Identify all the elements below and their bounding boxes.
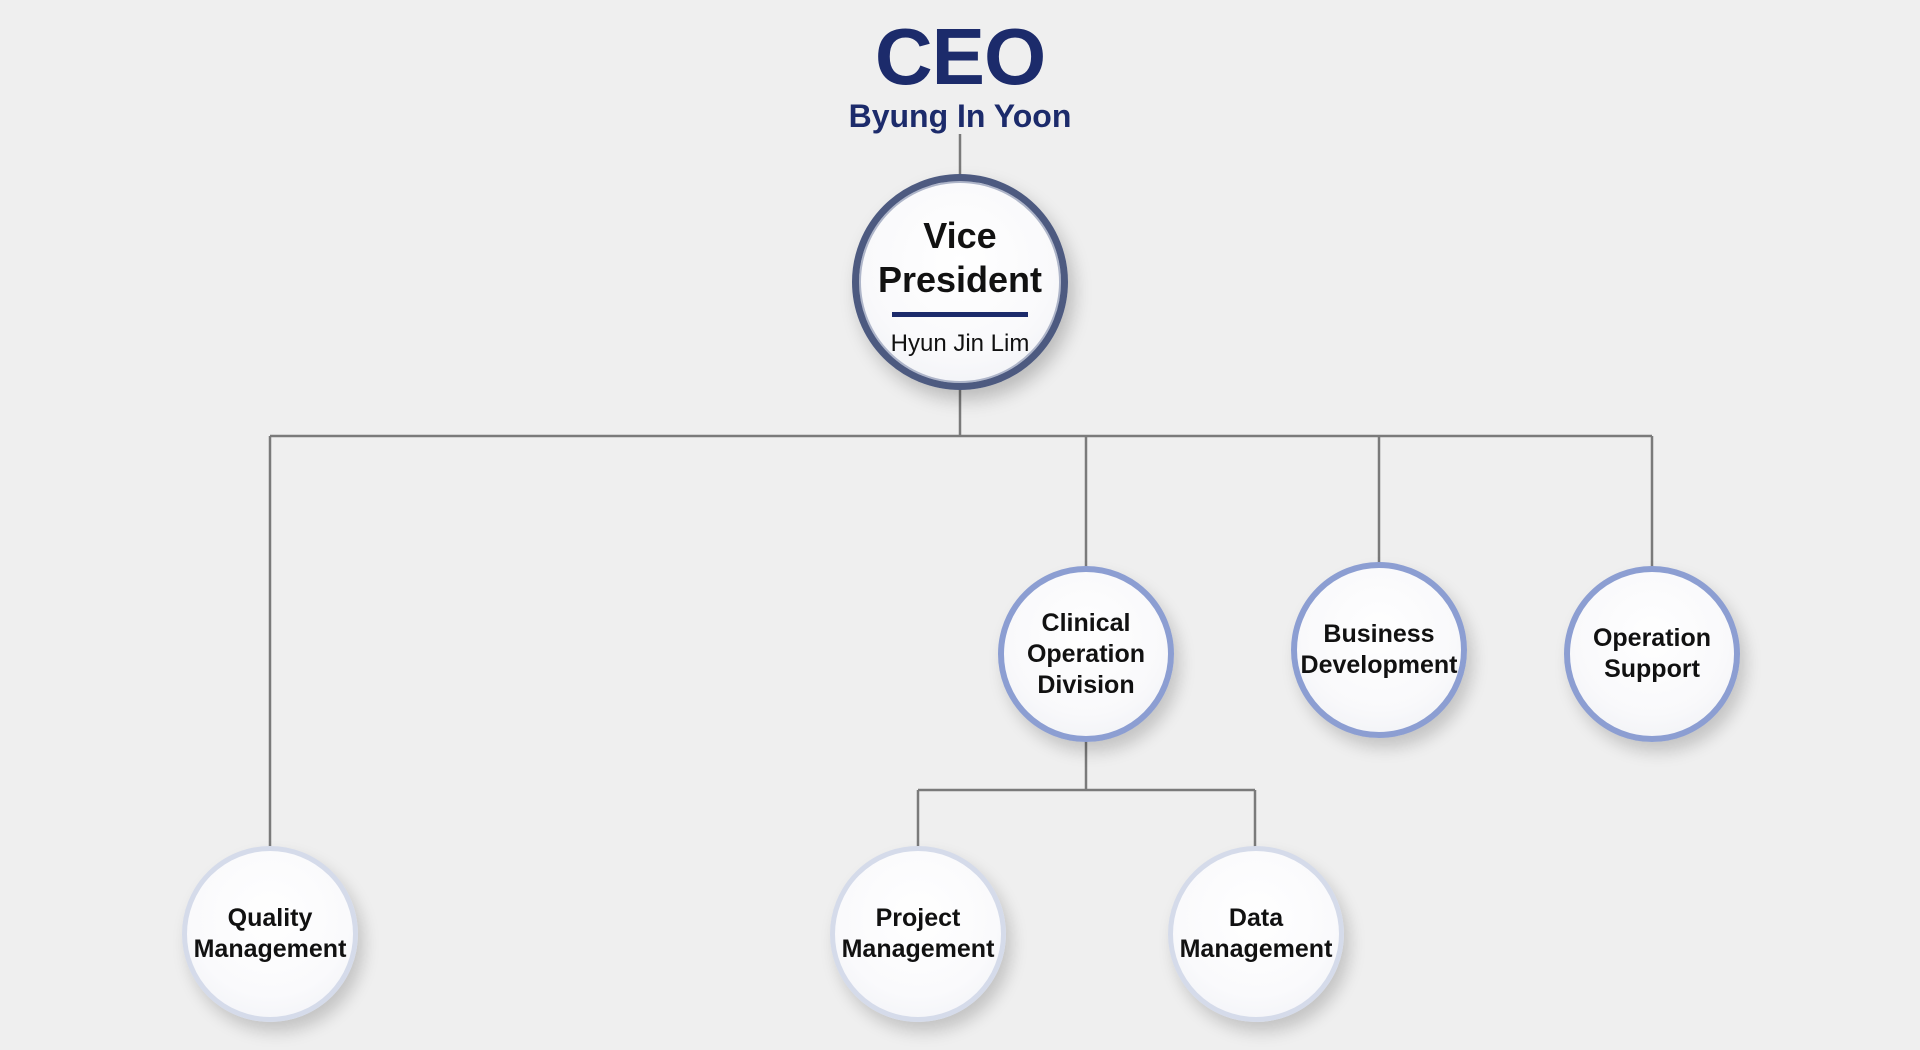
- clinical-operation-division-node: Clinical Operation Division: [998, 566, 1174, 742]
- data-management-label: Data Management: [1179, 904, 1333, 963]
- operation-support-node: Operation Support: [1564, 566, 1740, 742]
- ceo-name: Byung In Yoon: [848, 98, 1072, 134]
- quality-management-label: Quality Management: [193, 904, 347, 963]
- quality-management-node: Quality Management: [182, 846, 358, 1022]
- data-management-node: Data Management: [1168, 846, 1344, 1022]
- vice-president-name: Hyun Jin Lim: [890, 329, 1030, 357]
- vice-president-title: Vice President: [877, 214, 1043, 300]
- ceo-title: CEO: [874, 12, 1046, 101]
- project-management-label: Project Management: [841, 904, 995, 963]
- business-development-node: Business Development: [1291, 562, 1467, 738]
- vice-president-divider: [892, 311, 1028, 317]
- clinical-operation-division-label: Clinical Operation Division: [1026, 608, 1146, 699]
- business-development-label: Business Development: [1300, 620, 1458, 679]
- operation-support-label: Operation Support: [1592, 624, 1712, 683]
- vice-president-node: Vice President Hyun Jin Lim: [852, 174, 1068, 390]
- project-management-node: Project Management: [830, 846, 1006, 1022]
